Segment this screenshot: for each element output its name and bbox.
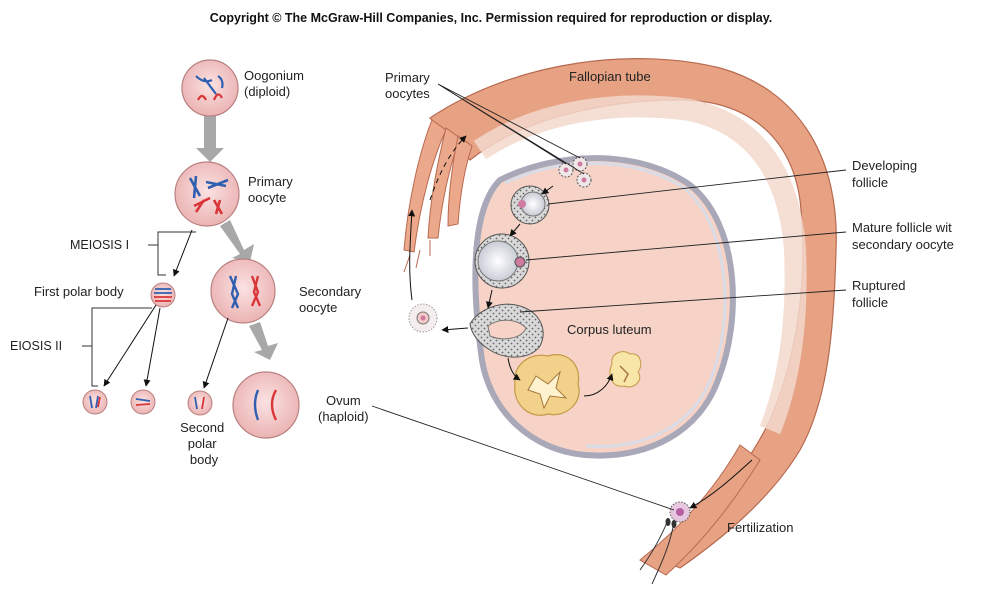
meiosis-1-label: MEIOSIS I bbox=[70, 238, 129, 252]
second-polar-body-label: Second polar body bbox=[180, 420, 228, 467]
mature-follicle-label: Mature follicle wit secondary oocyte bbox=[852, 220, 955, 252]
first-polar-body-label: First polar body bbox=[34, 284, 124, 299]
progression-arrows bbox=[196, 116, 278, 360]
oogonium-cell bbox=[182, 60, 238, 116]
fallopian-tube-label: Fallopian tube bbox=[569, 69, 651, 84]
ovum-label: Ovum (haploid) bbox=[318, 393, 369, 424]
primary-oocyte-label: Primary oocyte bbox=[248, 174, 296, 205]
oogenesis-chain: Oogonium (diploid) Primary oocyte MEIOSI… bbox=[10, 60, 369, 467]
polar-body-small-2 bbox=[131, 390, 155, 414]
released-oocyte bbox=[409, 304, 437, 332]
polar-body-small-1 bbox=[83, 390, 107, 414]
meiosis-2-label: EIOSIS II bbox=[10, 339, 62, 353]
fimbriae bbox=[404, 120, 472, 272]
fertilization-label: Fertilization bbox=[727, 520, 793, 535]
secondary-oocyte-label: Secondary oocyte bbox=[299, 284, 365, 315]
arrow-polar-to-right bbox=[146, 308, 160, 386]
arrow-to-first-polar-body bbox=[174, 230, 192, 276]
ovum-cell bbox=[233, 372, 299, 438]
secondary-oocyte-cell bbox=[211, 259, 275, 323]
second-polar-body-cell bbox=[188, 391, 212, 415]
ruptured-follicle-label: Ruptured follicle bbox=[852, 278, 909, 310]
arrow-to-second-polar-body bbox=[204, 318, 228, 388]
developing-follicle bbox=[511, 186, 549, 224]
oogonium-label: Oogonium (diploid) bbox=[244, 68, 308, 99]
meiosis-2-bracket bbox=[82, 308, 152, 386]
corpus-luteum-label: Corpus luteum bbox=[567, 322, 652, 337]
first-polar-body-cell bbox=[151, 283, 175, 307]
primary-oocyte-cell bbox=[175, 162, 239, 226]
developing-follicle-label: Developing follicle bbox=[852, 158, 921, 190]
copyright-text: Copyright © The McGraw-Hill Companies, I… bbox=[210, 11, 773, 25]
primary-oocytes-label: Primary oocytes bbox=[385, 70, 433, 101]
mature-follicle bbox=[475, 234, 529, 288]
